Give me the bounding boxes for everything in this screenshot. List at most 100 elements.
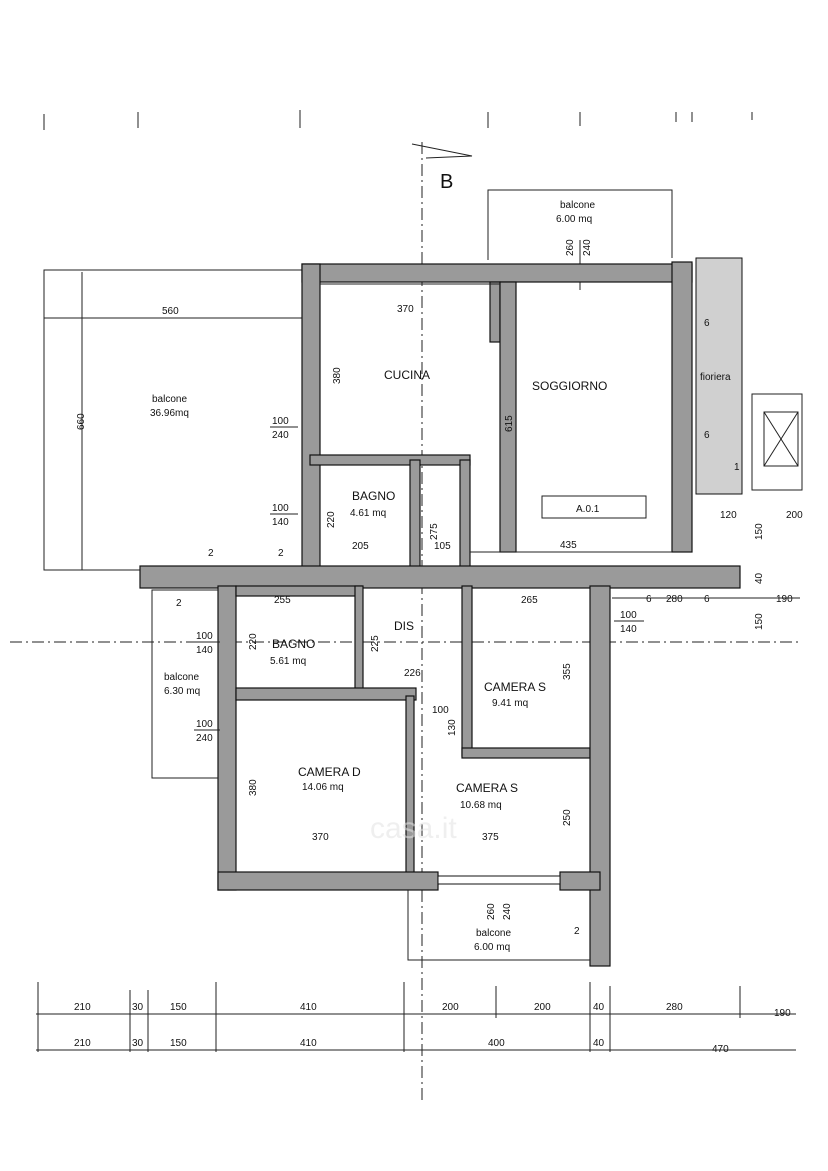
balcone-top-dim-1: 260 (565, 239, 576, 256)
row1-dim-2: 30 (132, 1002, 144, 1013)
balcone-bottom-name: balcone (476, 928, 511, 939)
bagno-1-area: 4.61 mq (350, 508, 386, 519)
camera-s-2-name: CAMERA S (456, 781, 518, 795)
markers: 2 2 2 2 (176, 548, 580, 937)
balcone-bottom: balcone 6.00 mq 260 240 (407, 890, 590, 961)
camera-s-2-niche-w: 100 (432, 705, 449, 716)
bagno-2-width: 255 (274, 595, 291, 606)
row1-dim-8: 280 (666, 1002, 683, 1013)
bagno-2-name: BAGNO (272, 637, 315, 651)
dis-depth: 225 (370, 635, 381, 652)
right-dims: 120 200 150 40 6 280 6 190 150 (612, 510, 803, 630)
bagno-2-area: 5.61 mq (270, 656, 306, 667)
camera-s-2-width: 375 (482, 832, 499, 843)
soggiorno-code: A.0.1 (576, 504, 600, 515)
right-dim-6: 280 (666, 594, 683, 605)
balcone-top-dim-2: 240 (582, 239, 593, 256)
balcone-left-name: balcone (152, 394, 187, 405)
dis-extra-depth: 275 (429, 523, 440, 540)
right-dim-1: 120 (720, 510, 737, 521)
bagno-2: 255 BAGNO 5.61 mq 220 (248, 595, 315, 667)
bottom-dims: 210 30 150 410 200 200 40 280 190 210 30… (36, 982, 796, 1055)
balcone-left-area: 36.96mq (150, 408, 189, 419)
balcone-top-area: 6.00 mq (556, 214, 592, 225)
camera-s-1-name: CAMERA S (484, 680, 546, 694)
marker-1: 1 (734, 462, 740, 473)
row2-dim-7: 470 (712, 1044, 729, 1055)
right-dim-8: 190 (776, 594, 793, 605)
opening-3-a: 100 (196, 631, 213, 642)
camera-d-depth: 380 (248, 779, 259, 796)
dis-width: 226 (404, 668, 421, 679)
marker-6a: 6 (704, 318, 710, 329)
row2-dim-5: 400 (488, 1038, 505, 1049)
opening-1-b: 240 (272, 430, 289, 441)
bagno-1-depth: 220 (326, 511, 337, 528)
camera-d-name: CAMERA D (298, 765, 361, 779)
section-line: B (411, 142, 473, 1100)
row2-dim-6: 40 (593, 1038, 605, 1049)
right-dim-3: 150 (754, 523, 765, 540)
camera-d-width: 370 (312, 832, 329, 843)
bagno-2-depth: 220 (248, 633, 259, 650)
marker-2d: 2 (574, 926, 580, 937)
row2-dim-2: 30 (132, 1038, 144, 1049)
balcone-mid: balcone 6.30 mq (151, 589, 218, 779)
opening-5-b: 140 (620, 624, 637, 635)
opening-4-a: 100 (196, 719, 213, 730)
opening-4-b: 240 (196, 733, 213, 744)
watermark: casa.it (370, 812, 457, 845)
balcone-left-width: 560 (162, 306, 179, 317)
marker-2c: 2 (176, 598, 182, 609)
cucina-width: 370 (397, 304, 414, 315)
camera-d: CAMERA D 14.06 mq 380 370 (248, 765, 361, 843)
balcone-left-depth: 660 (76, 413, 87, 430)
cucina-name: CUCINA (384, 368, 430, 382)
dis: 105 275 DIS 225 226 (370, 523, 451, 679)
camera-s-1-area: 9.41 mq (492, 698, 528, 709)
row1-dim-3: 150 (170, 1002, 187, 1013)
balcone-bottom-dim-1: 260 (486, 903, 497, 920)
opening-5-a: 100 (620, 610, 637, 621)
top-ticks (43, 110, 753, 130)
row1-dim-6: 200 (534, 1002, 551, 1013)
cucina: 370 CUCINA 380 (320, 283, 500, 384)
camera-s-2-niche-d: 130 (447, 719, 458, 736)
row2-dim-3: 150 (170, 1038, 187, 1049)
marker-2b: 2 (278, 548, 284, 559)
row1-dim-4: 410 (300, 1002, 317, 1013)
opening-2-a: 100 (272, 503, 289, 514)
right-dim-9: 150 (754, 613, 765, 630)
right-dim-4: 40 (754, 572, 765, 584)
balcone-mid-area: 6.30 mq (164, 686, 200, 697)
camera-d-area: 14.06 mq (302, 782, 344, 793)
row1-dim-9: 190 (774, 1008, 791, 1019)
balcone-bottom-dim-2: 240 (502, 903, 513, 920)
camera-s-2-depth: 250 (562, 809, 573, 826)
right-dim-5: 6 (646, 594, 652, 605)
marker-2a: 2 (208, 548, 214, 559)
bagno-1: BAGNO 4.61 mq 205 220 (326, 489, 395, 552)
opening-1-a: 100 (272, 416, 289, 427)
balcone-left: 560 660 balcone 36.96mq (43, 269, 303, 571)
bagno-1-width: 205 (352, 541, 369, 552)
camera-s-2-area: 10.68 mq (460, 800, 502, 811)
right-dim-7: 6 (704, 594, 710, 605)
soggiorno-name: SOGGIORNO (532, 379, 607, 393)
opening-3-b: 140 (196, 645, 213, 656)
balcone-top-name: balcone (560, 200, 595, 211)
row1-dim-5: 200 (442, 1002, 459, 1013)
marker-6b: 6 (704, 430, 710, 441)
openings: 100 240 100 140 100 140 100 240 100 140 (194, 416, 644, 744)
section-label: B (440, 171, 453, 193)
opening-2-b: 140 (272, 517, 289, 528)
camera-s-1: 265 CAMERA S 9.41 mq 355 (484, 595, 573, 709)
soggiorno: SOGGIORNO 615 A.0.1 435 (470, 379, 672, 553)
camera-s-1-width: 265 (521, 595, 538, 606)
right-dim-2: 200 (786, 510, 803, 521)
soggiorno-depth: 615 (504, 415, 515, 432)
fioriera: fioriera 6 6 1 (695, 257, 803, 495)
camera-s-2: 100 130 CAMERA S 10.68 mq 250 375 (432, 705, 573, 843)
row1-dim-7: 40 (593, 1002, 605, 1013)
dis-extra: 105 (434, 541, 451, 552)
